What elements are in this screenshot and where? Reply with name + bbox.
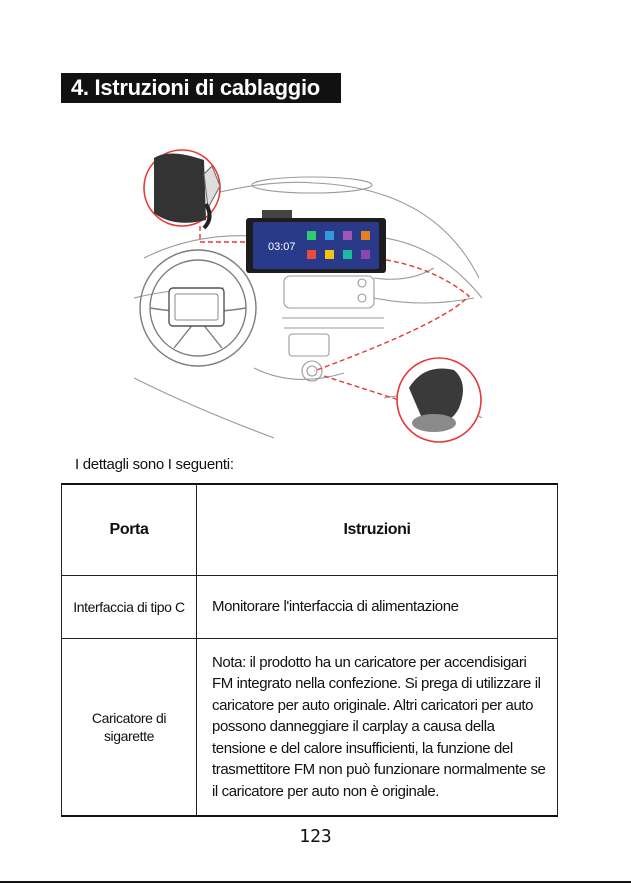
screen-clock: 03:07 — [268, 241, 296, 253]
wiring-table: Porta Istruzioni Interfaccia di tipo C M… — [61, 483, 558, 817]
table-row: Interfaccia di tipo C Monitorare l'inter… — [61, 575, 558, 639]
intro-text: I dettagli sono I seguenti: — [75, 456, 234, 473]
header-port: Porta — [61, 483, 197, 576]
page-number: 123 — [299, 826, 332, 847]
wiring-illustration: 03:07 — [134, 149, 483, 443]
instruction-cell: Monitorare l'interfaccia di alimentazion… — [196, 575, 558, 639]
port-cell: Caricatore di sigarette — [61, 638, 197, 817]
table-row: Caricatore di sigarette Nota: il prodott… — [61, 638, 558, 817]
section-title: 4. Istruzioni di cablaggio — [61, 73, 341, 103]
header-instructions: Istruzioni — [196, 483, 558, 576]
port-cell: Interfaccia di tipo C — [61, 575, 197, 639]
instruction-cell: Nota: il prodotto ha un caricatore per a… — [196, 638, 558, 817]
footer-rule — [0, 881, 631, 883]
table-header-row: Porta Istruzioni — [61, 483, 558, 576]
